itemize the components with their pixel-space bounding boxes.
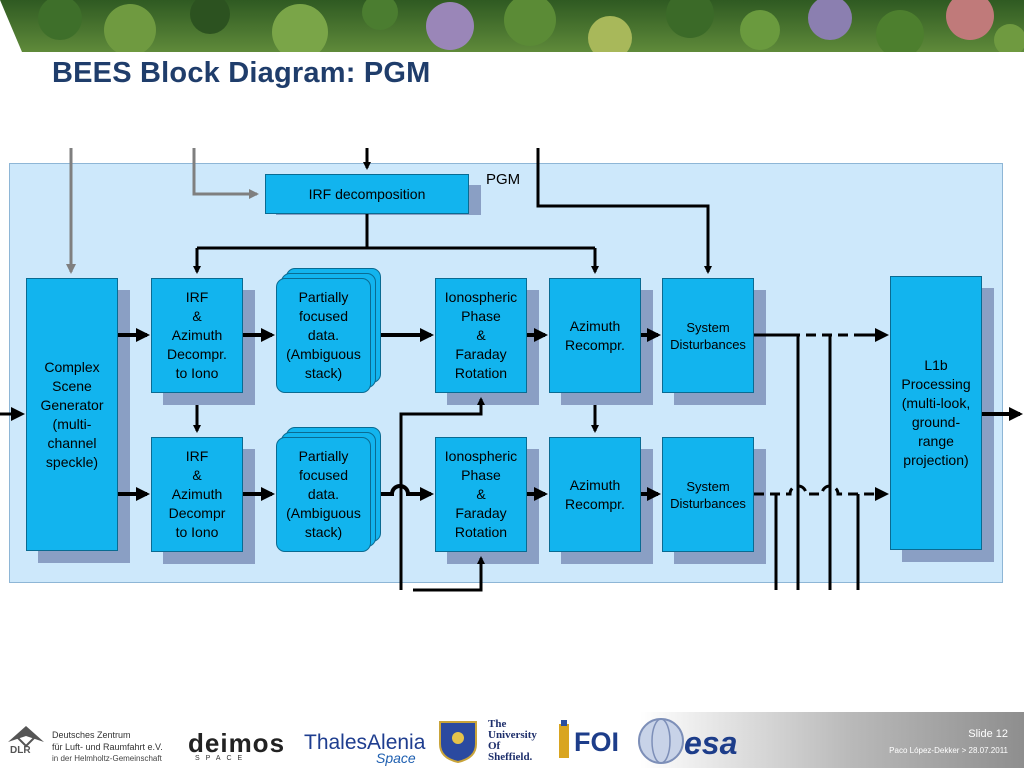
sheffield-crest-icon	[439, 721, 477, 764]
slide-number: Slide 12	[968, 728, 1008, 740]
azimuth-recompr-bottom-block: Azimuth Recompr.	[549, 437, 641, 552]
pf-bottom-line: focused	[298, 467, 349, 483]
irf-top-line: Decompr.	[167, 346, 227, 362]
pf-bottom-line: data.	[307, 486, 340, 502]
pf-bottom-line: Partially	[298, 448, 349, 464]
irf-bottom-line: IRF	[185, 448, 209, 464]
arrow	[381, 484, 434, 501]
irf-top-line: to Iono	[175, 365, 219, 381]
pf-top-line: stack)	[304, 365, 343, 381]
irf-bottom-line: to Iono	[175, 524, 219, 540]
partially-focused-bottom-block: Partially focused data. (Ambiguous stack…	[276, 437, 371, 552]
irf-top-line: IRF	[185, 289, 209, 305]
foi-logo: FOI	[574, 727, 619, 757]
iono-bottom-line: Ionospheric	[444, 448, 518, 464]
esa-globe-icon	[638, 718, 684, 764]
deimos-sub: SPACE	[195, 755, 249, 762]
gray-input-arrow	[192, 148, 259, 199]
sd-bottom-line: Disturbances	[670, 495, 746, 511]
author-date: Paco López-Dekker > 28.07.2011	[889, 746, 1008, 755]
iono-top-line: Rotation	[454, 365, 508, 381]
irf-bottom-line: Azimuth	[171, 486, 223, 502]
complex-scene-generator-block: Complex Scene Generator (multi- channel …	[26, 278, 118, 551]
irf-top-line: Azimuth	[171, 327, 223, 343]
iono-bottom-line: Faraday	[455, 505, 507, 521]
foi-crest-icon	[559, 720, 569, 758]
partially-focused-top-block: Partially focused data. (Ambiguous stack…	[276, 278, 371, 393]
thales-space: Space	[376, 750, 416, 766]
az-bottom-line: Azimuth	[569, 476, 621, 493]
irf-decomposition-block: IRF decomposition	[265, 174, 469, 214]
dlr-text-block: Deutsches Zentrum für Luft- und Raumfahr…	[52, 729, 163, 765]
sheffield-line: The	[488, 718, 507, 730]
irf-decomposition-label: IRF decomposition	[308, 185, 426, 202]
csg-line: channel	[47, 434, 97, 451]
iono-top-line: Phase	[461, 308, 501, 324]
dlr-line: für Luft- und Raumfahrt e.V.	[52, 742, 163, 752]
az-bottom-line: Recompr.	[565, 495, 625, 512]
header-banner-image	[0, 0, 1024, 52]
ionospheric-top-block: Ionospheric Phase & Faraday Rotation	[435, 278, 527, 393]
dlr-name: DLR	[10, 745, 31, 756]
irf-bottom-line: Decompr	[168, 505, 226, 521]
csg-line: Generator	[40, 396, 104, 413]
l1b-line: projection)	[903, 452, 969, 468]
iono-top-line: Ionospheric	[444, 289, 518, 305]
sd-top-line: System	[686, 319, 730, 335]
azimuth-recompr-top-block: Azimuth Recompr.	[549, 278, 641, 393]
csg-line: Complex	[44, 358, 100, 375]
irf-azimuth-decompr-bottom-block: IRF & Azimuth Decompr to Iono	[151, 437, 243, 552]
sheffield-line: Of	[488, 740, 501, 752]
l1b-line: range	[918, 433, 954, 449]
irf-azimuth-decompr-top-block: IRF & Azimuth Decompr. to Iono	[151, 278, 243, 393]
dlr-line: Deutsches Zentrum	[52, 730, 131, 740]
input-arrow	[536, 148, 712, 274]
sd-top-line: Disturbances	[670, 336, 746, 352]
az-top-line: Azimuth	[569, 317, 621, 334]
pf-top-line: (Ambiguous	[286, 346, 361, 362]
system-disturbances-bottom-block: System Disturbances	[662, 437, 754, 552]
csg-line: speckle)	[45, 453, 99, 470]
l1b-line: Processing	[901, 376, 971, 392]
pf-bottom-line: (Ambiguous	[286, 505, 361, 521]
slide-title: BEES Block Diagram: PGM	[52, 57, 431, 89]
l1b-line: (multi-look,	[901, 395, 971, 411]
dlr-line: in der Helmholtz-Gemeinschaft	[52, 754, 162, 763]
thales-logo: ThalesAlenia	[304, 731, 426, 754]
iono-top-line: Faraday	[455, 346, 507, 362]
esa-logo: esa	[684, 725, 738, 761]
pgm-label: PGM	[486, 171, 521, 188]
l1b-processing-block: L1b Processing (multi-look, ground- rang…	[890, 276, 982, 550]
iono-bottom-line: Rotation	[454, 524, 508, 540]
sheffield-line: Sheffield.	[488, 751, 533, 763]
iono-top-line: &	[476, 327, 486, 343]
csg-line: Scene	[52, 377, 92, 394]
sheffield-line: University	[488, 729, 537, 741]
system-disturbances-top-block: System Disturbances	[662, 278, 754, 393]
irf-bottom-line: &	[192, 467, 202, 483]
deimos-logo: deimos	[188, 728, 286, 758]
pf-top-line: Partially	[298, 289, 349, 305]
csg-line: (multi-	[52, 415, 92, 432]
diagram-connectors	[0, 148, 1023, 592]
feedback-arrow	[399, 397, 485, 590]
l1b-line: ground-	[911, 414, 961, 430]
footer-gradient	[640, 712, 1024, 768]
feedback-arrow	[413, 556, 485, 592]
iono-bottom-line: &	[476, 486, 486, 502]
az-top-line: Recompr.	[565, 336, 625, 353]
l1b-line: L1b	[924, 357, 948, 373]
sd-bottom-line: System	[686, 478, 730, 494]
ionospheric-bottom-block: Ionospheric Phase & Faraday Rotation	[435, 437, 527, 552]
arrow	[754, 484, 889, 501]
iono-bottom-line: Phase	[461, 467, 501, 483]
pf-top-line: data.	[307, 327, 340, 343]
sheffield-logo: The University Of Sheffield.	[488, 719, 537, 763]
pf-top-line: focused	[298, 308, 349, 324]
irf-top-line: &	[192, 308, 202, 324]
pf-bottom-line: stack)	[304, 524, 343, 540]
dlr-logo-icon	[8, 726, 44, 748]
